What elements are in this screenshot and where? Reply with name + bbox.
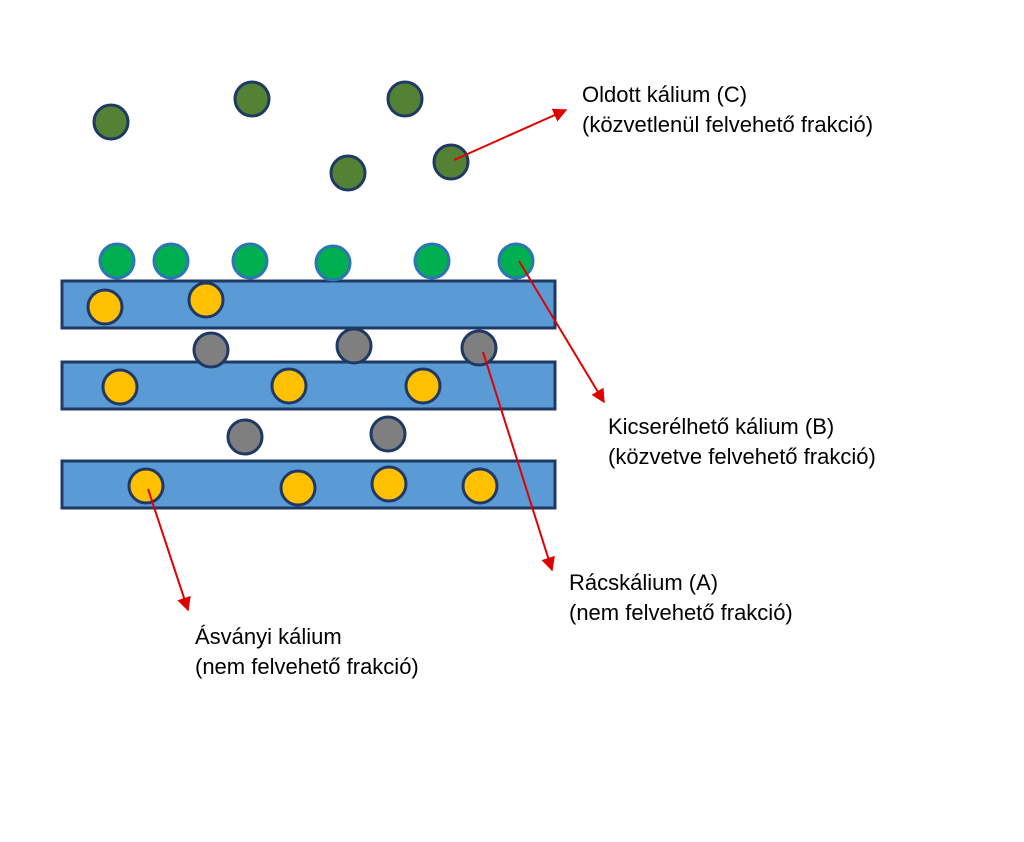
exchangeable-ion xyxy=(314,244,352,282)
label-exchangeable-subtitle: (közvetve felvehető frakció) xyxy=(608,444,876,469)
lattice-ion xyxy=(335,327,373,365)
lattice-ion xyxy=(369,415,407,453)
label-exchangeable-potassium: Kicserélhető kálium (B) (közvetve felveh… xyxy=(608,412,876,472)
exchangeable-ion xyxy=(497,242,535,280)
mineral-ion xyxy=(370,465,408,503)
mineral-ion xyxy=(86,288,124,326)
label-dissolved-subtitle: (közvetlenül felvehető frakció) xyxy=(582,112,874,137)
arrow-mineral xyxy=(147,488,191,612)
mineral-ion xyxy=(127,467,165,505)
arrow-dissolved xyxy=(453,108,568,161)
arrow-lattice xyxy=(482,351,555,572)
lattice-ion xyxy=(226,418,264,456)
exchangeable-ion xyxy=(231,242,269,280)
exchangeable-ion xyxy=(152,242,190,280)
arrow-exchangeable xyxy=(518,260,605,404)
mineral-potassium-ions xyxy=(86,281,499,507)
exchangeable-ion xyxy=(413,242,451,280)
label-mineral-title: Ásványi kálium xyxy=(195,624,342,649)
mineral-ion xyxy=(101,368,139,406)
label-mineral-subtitle: (nem felvehető frakció) xyxy=(195,654,419,679)
label-mineral-potassium: Ásványi kálium (nem felvehető frakció) xyxy=(195,622,419,682)
label-dissolved-title: Oldott kálium (C) xyxy=(582,82,748,107)
label-lattice-potassium: Rácskálium (A) (nem felvehető frakció) xyxy=(569,568,793,628)
dissolved-potassium-ions xyxy=(92,80,470,192)
mineral-ion xyxy=(279,469,317,507)
dissolved-ion xyxy=(432,143,470,181)
label-exchangeable-title: Kicserélhető kálium (B) xyxy=(608,414,835,439)
lattice-ion xyxy=(460,329,498,367)
lattice-ion xyxy=(192,331,230,369)
exchangeable-ion xyxy=(98,242,136,280)
label-lattice-subtitle: (nem felvehető frakció) xyxy=(569,600,793,625)
dissolved-ion xyxy=(386,80,424,118)
mineral-ion xyxy=(187,281,225,319)
mineral-ion xyxy=(461,467,499,505)
clay-layer-middle xyxy=(60,360,557,411)
lattice-potassium-ions xyxy=(192,327,498,456)
label-dissolved-potassium: Oldott kálium (C) (közvetlenül felvehető… xyxy=(582,80,873,140)
exchangeable-potassium-ions xyxy=(98,242,535,282)
clay-layer-top xyxy=(60,279,557,330)
dissolved-ion xyxy=(233,80,271,118)
dissolved-ion xyxy=(92,103,130,141)
dissolved-ion xyxy=(329,154,367,192)
label-lattice-title: Rácskálium (A) xyxy=(569,570,719,595)
mineral-ion xyxy=(404,367,442,405)
mineral-ion xyxy=(270,367,308,405)
